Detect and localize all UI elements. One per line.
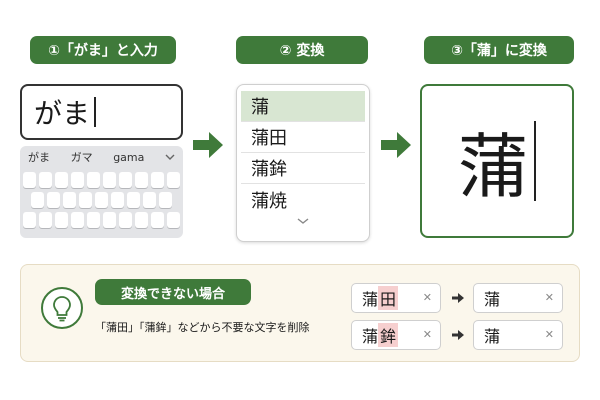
keyboard-key[interactable] xyxy=(47,192,60,208)
deleted-character: 鉾 xyxy=(378,323,399,347)
arrow-right-icon xyxy=(193,132,223,158)
candidate-item[interactable]: 蒲焼 xyxy=(251,190,287,212)
keyboard-key[interactable] xyxy=(127,192,140,208)
kept-character: 蒲 xyxy=(362,327,379,346)
example-after-field[interactable]: 蒲 ✕ xyxy=(473,283,563,313)
keyboard-key[interactable] xyxy=(39,212,52,228)
candidate-item[interactable]: 蒲鉾 xyxy=(241,153,365,184)
keyboard-suggestion[interactable]: ガマ xyxy=(70,151,93,164)
keyboard-key[interactable] xyxy=(95,192,108,208)
keyboard-key[interactable] xyxy=(71,172,84,188)
keyboard-key[interactable] xyxy=(167,212,180,228)
keyboard-key[interactable] xyxy=(55,212,68,228)
arrow-right-icon xyxy=(381,132,411,158)
tip-panel: 変換できない場合 「蒲田」「蒲鉾」などから不要な文字を削除 蒲田 ✕ 蒲 ✕ 蒲… xyxy=(20,264,580,362)
keyboard-key[interactable] xyxy=(111,192,124,208)
keyboard-key[interactable] xyxy=(63,192,76,208)
keyboard-key[interactable] xyxy=(143,192,156,208)
keyboard-key[interactable] xyxy=(135,172,148,188)
kept-character: 蒲 xyxy=(362,290,379,309)
keyboard-key[interactable] xyxy=(151,212,164,228)
result-character: 蒲 xyxy=(484,327,501,346)
converted-result-field[interactable]: 蒲 xyxy=(420,84,574,238)
clear-icon[interactable]: ✕ xyxy=(544,328,554,341)
clear-icon[interactable]: ✕ xyxy=(422,291,432,304)
keyboard-suggestion-bar: がま ガマ gama xyxy=(20,146,183,168)
keyboard-key[interactable] xyxy=(31,192,44,208)
keyboard-suggestion[interactable]: がま xyxy=(28,151,50,164)
clear-icon[interactable]: ✕ xyxy=(544,291,554,304)
lightbulb-icon xyxy=(41,287,83,329)
kana-input-field[interactable]: がま xyxy=(20,84,183,140)
candidate-item[interactable]: 蒲田 xyxy=(241,122,365,153)
example-before-field[interactable]: 蒲鉾 ✕ xyxy=(351,320,441,350)
result-character: 蒲 xyxy=(458,125,528,208)
text-caret xyxy=(534,121,536,201)
text-caret xyxy=(94,97,97,127)
step3-label: ③「蒲」に変換 xyxy=(424,36,574,64)
arrow-right-icon xyxy=(452,330,464,340)
keyboard-key[interactable] xyxy=(167,172,180,188)
keyboard-key[interactable] xyxy=(119,172,132,188)
arrow-right-icon xyxy=(452,293,464,303)
keyboard-key[interactable] xyxy=(135,212,148,228)
chevron-down-icon[interactable] xyxy=(165,153,175,161)
keyboard-key[interactable] xyxy=(159,192,172,208)
keyboard-key[interactable] xyxy=(119,212,132,228)
keyboard-key[interactable] xyxy=(23,172,36,188)
conversion-candidate-list: 蒲 蒲田 蒲鉾 蒲焼 xyxy=(236,84,370,242)
keyboard-row xyxy=(20,192,183,208)
soft-keyboard: がま ガマ gama xyxy=(20,146,183,238)
keyboard-key[interactable] xyxy=(79,192,92,208)
keyboard-key[interactable] xyxy=(87,212,100,228)
keyboard-row xyxy=(20,212,183,228)
keyboard-key[interactable] xyxy=(71,212,84,228)
tip-description: 「蒲田」「蒲鉾」などから不要な文字を削除 xyxy=(95,321,310,334)
keyboard-key[interactable] xyxy=(103,172,116,188)
keyboard-key[interactable] xyxy=(23,212,36,228)
keyboard-row xyxy=(20,172,183,188)
keyboard-key[interactable] xyxy=(103,212,116,228)
keyboard-key[interactable] xyxy=(39,172,52,188)
keyboard-key[interactable] xyxy=(55,172,68,188)
candidate-item-selected[interactable]: 蒲 xyxy=(241,91,365,122)
clear-icon[interactable]: ✕ xyxy=(422,328,432,341)
keyboard-key[interactable] xyxy=(87,172,100,188)
step2-label: ② 変換 xyxy=(236,36,368,64)
step1-label: ①「がま」と入力 xyxy=(30,36,176,64)
result-character: 蒲 xyxy=(484,290,501,309)
keyboard-key[interactable] xyxy=(151,172,164,188)
keyboard-suggestion[interactable]: gama xyxy=(113,150,145,164)
chevron-down-icon[interactable] xyxy=(241,217,365,228)
input-value: がま xyxy=(34,97,91,130)
example-before-field[interactable]: 蒲田 ✕ xyxy=(351,283,441,313)
deleted-character: 田 xyxy=(378,286,399,310)
tip-title: 変換できない場合 xyxy=(95,279,251,305)
example-after-field[interactable]: 蒲 ✕ xyxy=(473,320,563,350)
